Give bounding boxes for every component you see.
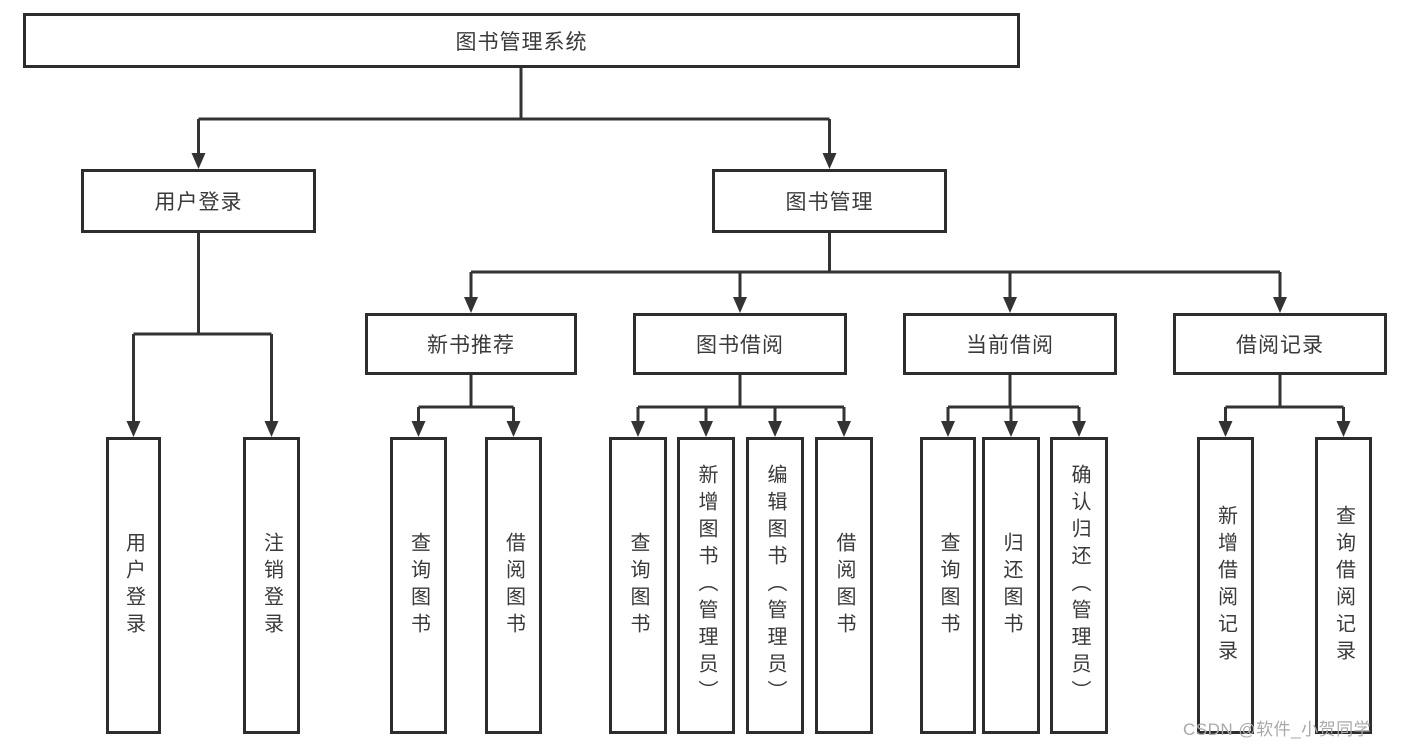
arrow-down-icon [699,421,713,437]
arrow-down-icon [837,421,851,437]
node-book-borrow: 图书借阅 [633,313,847,375]
arrow-down-icon [1273,297,1287,313]
arrow-down-icon [264,421,279,437]
arrow-down-icon [126,421,141,437]
node-label: 用户登录 [154,191,243,214]
leaf-records-add-borrow-record: 新增借阅记录 [1197,437,1254,734]
leaf-borrow-borrow-book: 借阅图书 [815,437,873,734]
node-library-management-system: 图书管理系统 [23,13,1020,68]
arrow-down-icon [1218,421,1233,437]
node-label: 借阅图书 [833,531,855,640]
arrow-down-icon [768,421,782,437]
node-label: 用户登录 [122,531,145,640]
node-book-management: 图书管理 [712,169,947,233]
node-label: 新增借阅记录 [1214,504,1237,667]
leaf-borrow-add-book-admin: 新增图书（管理员） [677,437,735,734]
node-label: 新书推荐 [427,334,515,357]
leaf-current-confirm-return-admin: 确认归还（管理员） [1050,437,1108,734]
arrow-down-icon [411,421,426,437]
leaf-newbook-query-book: 查询图书 [390,437,447,734]
node-label: 查询图书 [627,531,649,640]
leaf-login-logout: 注销登录 [243,437,300,734]
arrow-down-icon [1004,421,1018,437]
arrow-down-icon [631,421,645,437]
node-borrow-records: 借阅记录 [1173,313,1387,375]
arrow-down-icon [1072,421,1086,437]
node-label: 查询借阅记录 [1332,504,1355,667]
leaf-borrow-edit-book-admin: 编辑图书（管理员） [746,437,804,734]
node-label: 图书借阅 [696,334,784,357]
leaf-current-return-book: 归还图书 [982,437,1040,734]
arrow-down-icon [1003,297,1017,313]
arrow-down-icon [464,297,478,313]
node-label: 查询图书 [407,531,430,640]
node-label: 图书管理系统 [455,30,588,54]
node-label: 借阅图书 [502,531,525,640]
arrow-down-icon [191,153,206,169]
leaf-newbook-borrow-book: 借阅图书 [485,437,542,734]
arrow-down-icon [1336,421,1351,437]
node-label: 归还图书 [1000,531,1022,640]
leaf-borrow-query-book: 查询图书 [609,437,667,734]
arrow-stub-lines [132,119,1345,424]
node-label: 确认归还（管理员） [1068,464,1090,707]
leaf-current-query-book: 查询图书 [920,437,976,734]
node-user-login: 用户登录 [81,169,316,233]
node-label: 编辑图书（管理员） [764,464,786,707]
leaf-login-user-login: 用户登录 [106,437,161,734]
node-label: 借阅记录 [1236,334,1324,357]
node-label: 注销登录 [260,531,283,640]
arrow-down-icon [506,421,521,437]
leaf-records-query-borrow-record: 查询借阅记录 [1315,437,1372,734]
node-label: 新增图书（管理员） [695,464,717,707]
node-label: 当前借阅 [966,334,1054,357]
arrow-down-icon [822,153,837,169]
node-current-borrow: 当前借阅 [903,313,1117,375]
node-new-book-recommend: 新书推荐 [365,313,577,375]
arrow-down-icon [941,421,955,437]
csdn-watermark: CSDN @软件_小贺同学 [1183,720,1372,739]
node-label: 图书管理 [785,191,874,214]
node-label: 查询图书 [937,531,959,640]
arrow-down-icon [733,297,747,313]
